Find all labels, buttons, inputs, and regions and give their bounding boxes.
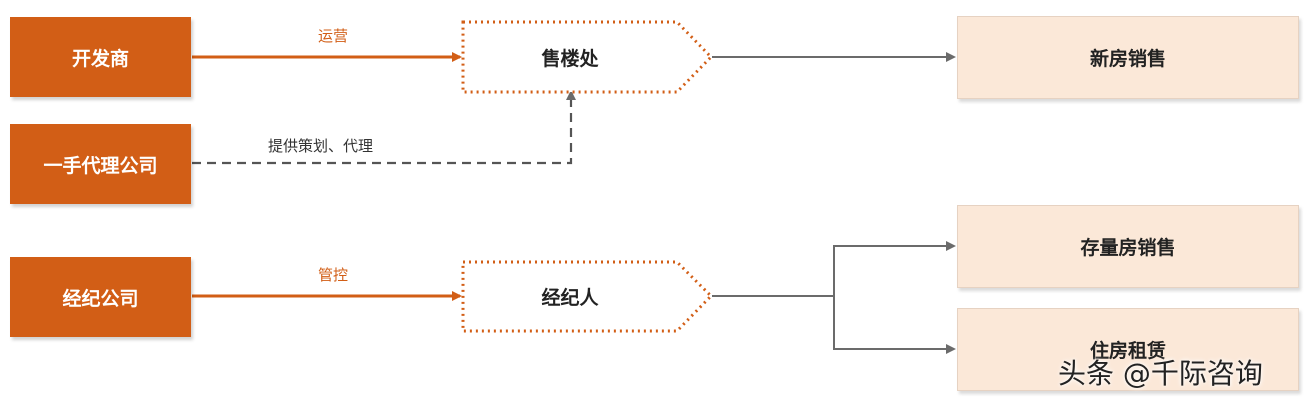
node-new-home-sales: 新房销售 [957,16,1299,99]
node-developer: 开发商 [10,17,191,97]
edge-label-operate: 运营 [318,27,349,45]
node-existing-home-sales: 存量房销售 [957,205,1299,288]
node-brokerage-company: 经纪公司 [10,257,191,337]
edge-label-manage-control: 管控 [318,266,349,284]
node-developer-label: 开发商 [71,47,129,70]
edge-label-planning-agency: 提供策划、代理 [268,137,374,155]
broker-shape [461,260,714,333]
node-existing-home-sales-label: 存量房销售 [1080,237,1176,259]
dashed-arrow-agency-to-sales-office [192,90,576,165]
node-brokerage-company-label: 经纪公司 [62,287,139,310]
sales-office-shape [461,20,714,94]
node-housing-rental-label: 住房租赁 [1089,340,1166,362]
watermark-text: 头条 @千际咨询 [1058,357,1263,390]
node-first-hand-agency-label: 一手代理公司 [43,154,158,177]
node-housing-rental: 住房租赁 [957,308,1299,391]
node-sales-office-label: 售楼处 [541,47,599,70]
node-broker-label: 经纪人 [541,287,599,309]
node-first-hand-agency: 一手代理公司 [10,124,191,204]
arrow-broker-to-rental [833,296,956,354]
arrow-broker-to-existing-home [712,241,956,297]
node-new-home-sales-label: 新房销售 [1089,48,1166,70]
